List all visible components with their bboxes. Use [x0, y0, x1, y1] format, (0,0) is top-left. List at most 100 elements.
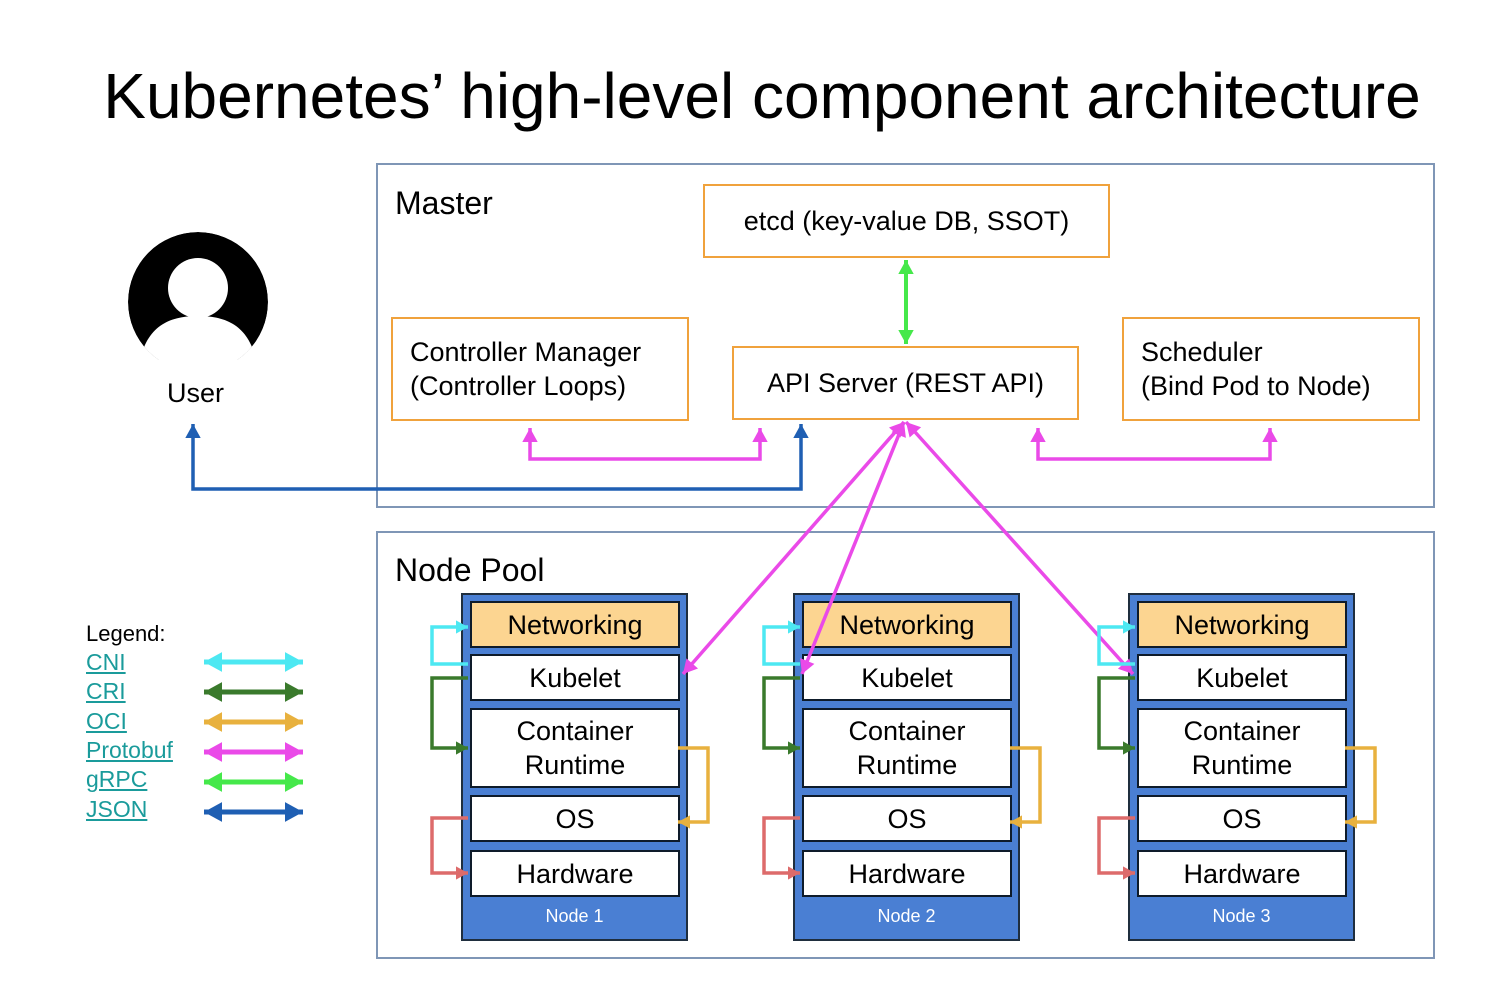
- node-3-cri-link: [1097, 676, 1135, 750]
- user-api-link-end-arrowhead: [793, 424, 809, 438]
- legend-json-arrow-start-arrowhead: [204, 802, 222, 822]
- master-label: Master: [395, 185, 493, 221]
- node-name-label: Node 3: [1212, 906, 1271, 926]
- kubelet-layer: Kubelet: [802, 654, 1012, 701]
- node-2-cri-link: [762, 676, 800, 750]
- legend-cri-arrow-end-arrowhead: [285, 682, 303, 702]
- scheduler-title: Scheduler: [1141, 337, 1263, 367]
- hardware-label: Hardware: [1183, 858, 1301, 889]
- legend-item-oci[interactable]: OCI: [86, 708, 127, 734]
- legend-grpc-arrow-end-arrowhead: [285, 772, 303, 792]
- node-1-oci-link-end-arrowhead: [678, 815, 690, 829]
- scheduler-api-link: [1036, 428, 1272, 461]
- legend-protobuf-arrow-start-arrowhead: [204, 742, 222, 762]
- container-runtime-label-line1: Container: [848, 716, 966, 746]
- hardware-layer: Hardware: [802, 850, 1012, 897]
- os-label: OS: [555, 803, 595, 834]
- master-panel: [376, 163, 1435, 508]
- legend-oci-arrow-start-arrowhead: [204, 712, 222, 732]
- legend-item-json[interactable]: JSON: [86, 796, 148, 822]
- node-2-cri-link-end-arrowhead: [788, 741, 800, 755]
- container-runtime-label-line1: Container: [516, 716, 634, 746]
- kubelet-label: Kubelet: [1196, 662, 1288, 693]
- api-kubelet-2-link-start-arrowhead: [891, 422, 906, 438]
- legend-cni-arrow-start-arrowhead: [204, 652, 222, 672]
- container-runtime-label-line1: Container: [1183, 716, 1301, 746]
- kubelet-label: Kubelet: [861, 662, 953, 693]
- api-kubelet-1-link-end-arrowhead: [683, 658, 699, 674]
- diagram-title: Kubernetes’ high-level component archite…: [103, 60, 1421, 132]
- controller-api-link-start-arrowhead: [522, 428, 538, 442]
- os-layer: OS: [802, 795, 1012, 842]
- container-runtime-label-line2: Runtime: [856, 750, 958, 780]
- etcd-label: etcd (key-value DB, SSOT): [743, 206, 1070, 236]
- legend-item-grpc[interactable]: gRPC: [86, 766, 148, 792]
- api-kubelet-1-link: [681, 420, 906, 676]
- node-name-label: Node 1: [545, 906, 604, 926]
- node-3-cni-link-end-arrowhead: [1123, 620, 1135, 634]
- node-pool-label: Node Pool: [395, 552, 545, 588]
- container-runtime-label-line2: Runtime: [1191, 750, 1293, 780]
- legend-json-arrow-end-arrowhead: [285, 802, 303, 822]
- node-1-hw-link-end-arrowhead: [456, 866, 468, 880]
- etcd-api-link-start-arrowhead: [898, 260, 914, 274]
- node-3-hw-link: [1097, 816, 1135, 875]
- user-api-link-start-arrowhead: [185, 424, 201, 438]
- kubelet-layer: Kubelet: [1137, 654, 1347, 701]
- legend-item-protobuf[interactable]: Protobuf: [86, 737, 173, 763]
- legend-oci-arrow-end-arrowhead: [285, 712, 303, 732]
- controller-api-link-end-arrowhead: [752, 428, 768, 442]
- scheduler-box: Scheduler (Bind Pod to Node): [1122, 317, 1420, 421]
- controller-manager-title: Controller Manager: [410, 337, 642, 367]
- node-1-cni-link-end-arrowhead: [456, 620, 468, 634]
- legend-grpc-arrow-start-arrowhead: [204, 772, 222, 792]
- hardware-label: Hardware: [516, 858, 634, 889]
- api-kubelet-3-link: [904, 420, 1135, 676]
- scheduler-api-link-end-arrowhead: [1262, 428, 1278, 442]
- node-3-oci-link-end-arrowhead: [1345, 815, 1357, 829]
- os-label: OS: [887, 803, 927, 834]
- networking-layer: Networking: [802, 601, 1012, 648]
- os-layer: OS: [470, 795, 680, 842]
- node-2-cni-link: [762, 625, 800, 666]
- api-server-label: API Server (REST API): [766, 368, 1045, 398]
- container-runtime-label-line2: Runtime: [524, 750, 626, 780]
- node-3-cri-link-end-arrowhead: [1123, 741, 1135, 755]
- controller-manager-box: Controller Manager (Controller Loops): [391, 317, 689, 421]
- legend-cri-arrow-start-arrowhead: [204, 682, 222, 702]
- networking-layer: Networking: [470, 601, 680, 648]
- node-3-hw-link-end-arrowhead: [1123, 866, 1135, 880]
- api-kubelet-3-link-start-arrowhead: [906, 422, 922, 438]
- legend-item-cri[interactable]: CRI: [86, 678, 126, 704]
- node-1-hw-link: [430, 816, 468, 875]
- networking-layer: Networking: [1137, 601, 1347, 648]
- node-name-label: Node 2: [877, 906, 936, 926]
- api-kubelet-2-link: [800, 421, 906, 675]
- networking-label: Networking: [839, 609, 975, 640]
- etcd-api-link-end-arrowhead: [898, 330, 914, 344]
- api-server-box: API Server (REST API): [732, 346, 1079, 420]
- node-3-cni-link: [1097, 625, 1135, 666]
- node-2-oci-link: [1010, 746, 1042, 824]
- legend-item-cni[interactable]: CNI: [86, 649, 126, 675]
- legend-protobuf-arrow-end-arrowhead: [285, 742, 303, 762]
- controller-manager-subtitle: (Controller Loops): [410, 371, 627, 401]
- node-1-cri-link: [430, 676, 468, 750]
- api-kubelet-2-link-end-arrowhead: [800, 658, 815, 674]
- os-layer: OS: [1137, 795, 1347, 842]
- scheduler-subtitle: (Bind Pod to Node): [1141, 371, 1371, 401]
- node-1-cni-link: [430, 625, 468, 666]
- legend-cni-arrow-end-arrowhead: [285, 652, 303, 672]
- os-label: OS: [1222, 803, 1262, 834]
- hardware-layer: Hardware: [1137, 850, 1347, 897]
- scheduler-api-link-start-arrowhead: [1030, 428, 1046, 442]
- hardware-layer: Hardware: [470, 850, 680, 897]
- user-api-link: [191, 424, 803, 491]
- hardware-label: Hardware: [848, 858, 966, 889]
- node-1-cri-link-end-arrowhead: [456, 741, 468, 755]
